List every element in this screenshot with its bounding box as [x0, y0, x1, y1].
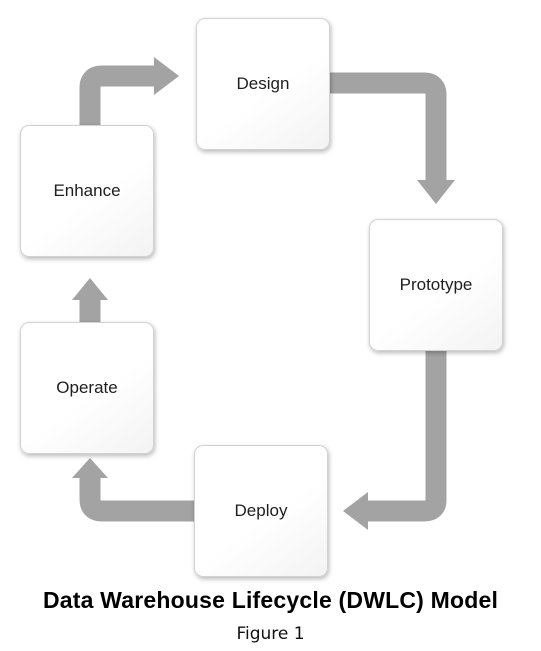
stage-label-deploy: Deploy	[234, 501, 288, 520]
stage-box-prototype: Prototype	[369, 219, 503, 351]
stage-box-deploy: Deploy	[194, 445, 328, 577]
stage-label-operate: Operate	[56, 378, 118, 397]
arrow-operate-to-enhance	[72, 278, 108, 322]
stage-label-enhance: Enhance	[53, 181, 121, 200]
stage-label-design: Design	[236, 74, 290, 93]
stage-box-design: Design	[196, 18, 330, 150]
stage-box-operate: Operate	[20, 322, 154, 454]
stage-box-enhance: Enhance	[20, 125, 154, 257]
arrow-design-to-prototype	[330, 72, 455, 204]
arrow-enhance-to-design	[79, 57, 179, 125]
figure-caption: Figure 1	[236, 624, 305, 644]
stage-label-prototype: Prototype	[399, 275, 473, 294]
arrow-prototype-to-deploy	[343, 351, 447, 530]
arrow-deploy-to-operate	[72, 458, 194, 522]
diagram-title: Data Warehouse Lifecycle (DWLC) Model	[42, 587, 499, 613]
